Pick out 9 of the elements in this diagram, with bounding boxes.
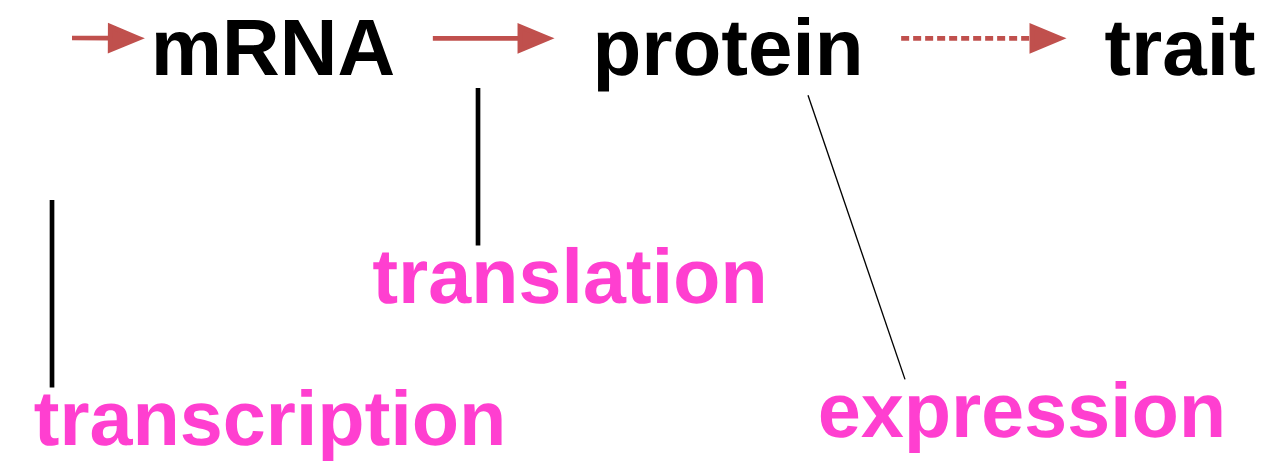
leader-line bbox=[475, 88, 481, 246]
process-label: transcription bbox=[34, 388, 502, 462]
process-label: expression bbox=[820, 380, 1222, 454]
leader-line bbox=[807, 94, 906, 381]
term-label: mRNA bbox=[156, 19, 394, 75]
term-label: trait bbox=[1105, 17, 1255, 76]
term-label: protein bbox=[597, 17, 859, 92]
leader-line bbox=[49, 200, 55, 388]
process-label: translation bbox=[373, 246, 763, 304]
